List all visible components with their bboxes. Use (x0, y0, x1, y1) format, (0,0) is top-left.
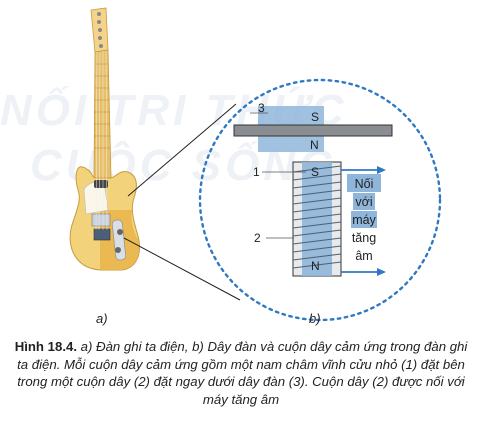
coil-magnet-pole-n: N (311, 259, 320, 273)
connect-line-2: với (355, 195, 372, 209)
electric-guitar (69, 7, 140, 271)
caption-number: Hình 18.4. (14, 339, 77, 354)
output-wires (341, 166, 386, 276)
guitar-pickup-figure: NỐI TRI THỨC CUỘC SỐNG (0, 7, 442, 326)
guitar-string (233, 124, 393, 137)
figure-caption: Hình 18.4. a) Đàn ghi ta điện, b) Dây đà… (8, 338, 474, 408)
coil-magnet-pole-s: S (311, 165, 319, 179)
connect-line-3: máy (352, 213, 376, 227)
zoom-lines (123, 103, 241, 301)
connect-label: Nối với máy tăng âm (347, 174, 381, 263)
coil-label: 2 (254, 231, 261, 245)
connect-line-4: tăng (352, 231, 376, 245)
string-magnet-pole-n: N (310, 138, 319, 152)
connect-line-1: Nối (355, 177, 374, 191)
string-magnet-pole-s: S (311, 110, 319, 124)
panel-b-label: b) (309, 311, 321, 326)
string-label: 3 (258, 101, 265, 115)
connect-line-5: âm (355, 249, 372, 263)
panel-a-label: a) (96, 311, 108, 326)
magnet-label: 1 (253, 165, 260, 179)
caption-text: a) Đàn ghi ta điện, b) Dây đàn và cuộn d… (17, 339, 468, 407)
pickup-coil: S N (292, 161, 342, 277)
zoom-circle (198, 78, 442, 322)
